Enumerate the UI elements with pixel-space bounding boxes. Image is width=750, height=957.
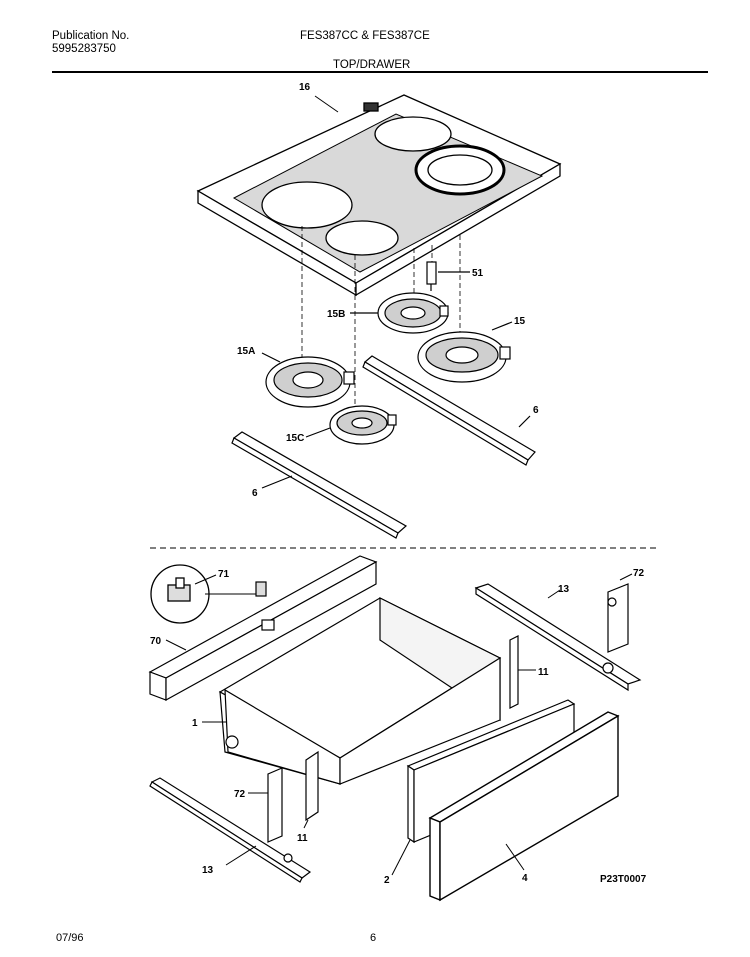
callout-13-bottom: 13 [202,865,214,876]
callout-2: 2 [384,875,390,886]
model-numbers: FES387CC & FES387CE [300,30,430,42]
element-bracket-left [231,431,408,539]
element-bracket-right [362,355,536,466]
callout-13-right: 13 [558,584,570,595]
callout-71: 71 [218,569,230,580]
surface-element-15a [261,352,355,408]
drawer-roller-right [607,573,633,653]
drawer-rail-right [474,583,642,692]
surface-element-15c [305,405,397,445]
drawer-panel [428,711,620,902]
callout-11-right: 11 [538,667,549,678]
drawer-roller-left [248,767,283,843]
limit-switch [426,261,470,291]
callout-1: 1 [192,718,198,729]
callout-6-right: 6 [533,405,539,416]
callout-16: 16 [299,82,311,93]
callout-15c: 15C [286,433,304,444]
page-number: 6 [370,932,377,944]
alignment-lines [301,226,461,405]
drawer-rail-bottom [149,777,312,883]
cooktop-glass-top [196,94,562,297]
footer-date: 07/96 [56,932,84,944]
callout-51: 51 [472,268,484,279]
glide-bracket-detail [150,564,258,624]
diagram-code: P23T0007 [600,874,647,885]
callout-15a: 15A [237,346,255,357]
callout-15: 15 [514,316,526,327]
callout-4: 4 [522,873,528,884]
callout-72-right: 72 [633,568,645,579]
surface-element-15 [417,321,513,383]
surface-element-15b [350,292,449,334]
publication-number: 5995283750 [52,43,116,55]
drawer-rail-left [148,555,378,702]
drawer-support-left [303,750,319,829]
section-title: TOP/DRAWER [333,59,411,71]
callout-6-left: 6 [252,488,258,499]
callout-70: 70 [150,636,162,647]
callout-11-left: 11 [297,833,308,844]
callout-15b: 15B [327,309,345,320]
publication-label: Publication No. [52,30,130,42]
drawer-support-right [509,635,536,709]
callout-72-left: 72 [234,789,246,800]
